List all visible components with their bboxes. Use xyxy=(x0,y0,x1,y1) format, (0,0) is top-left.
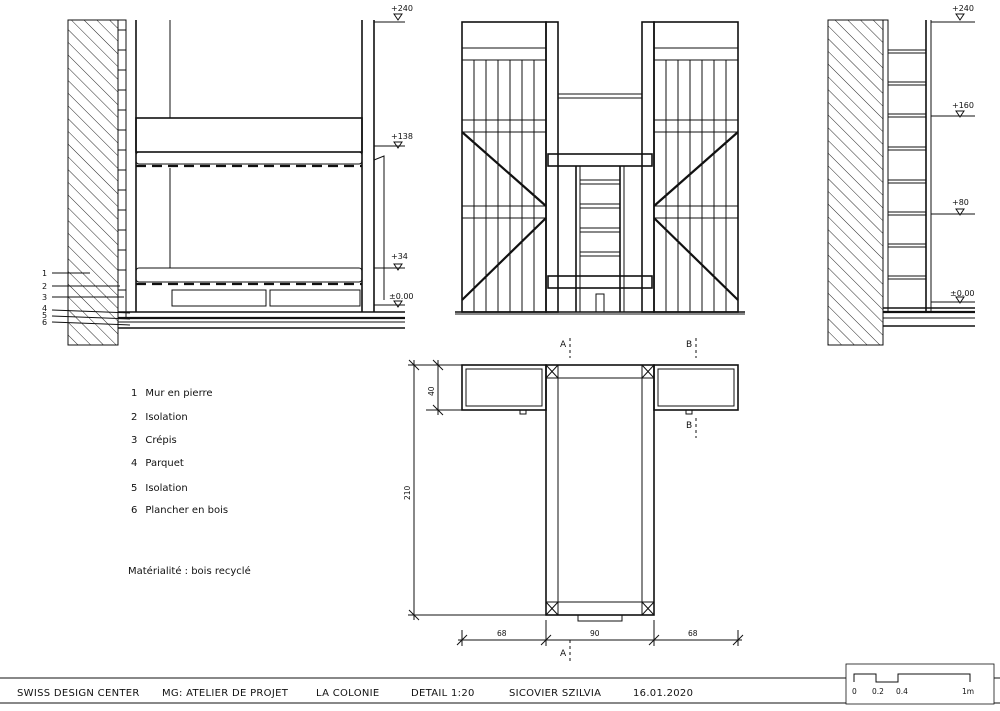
callout-4: 4 xyxy=(42,304,47,313)
drawer-left xyxy=(171,289,267,307)
callout-5: 5 xyxy=(42,311,47,320)
svg-text:40: 40 xyxy=(427,386,436,396)
ladder-side xyxy=(887,49,927,280)
svg-text:68: 68 xyxy=(497,629,507,638)
svg-text:1m: 1m xyxy=(962,687,974,696)
title-school: SWISS DESIGN CENTER xyxy=(17,688,140,699)
svg-text:±0.00: ±0.00 xyxy=(950,289,975,298)
svg-text:+160: +160 xyxy=(952,101,974,110)
svg-text:68: 68 xyxy=(688,629,698,638)
plan-bed xyxy=(545,364,655,616)
right-door-planks xyxy=(665,60,727,312)
insulation-layer xyxy=(117,19,127,319)
section-marks: A A B B xyxy=(560,338,697,662)
callout-1: 1 xyxy=(42,269,47,278)
svg-text:B: B xyxy=(686,340,692,350)
title-block: SWISS DESIGN CENTER MG: ATELIER DE PROJE… xyxy=(0,677,1000,704)
svg-text:210: 210 xyxy=(403,485,412,500)
title-detail-scale: DETAIL 1:20 xyxy=(411,688,475,699)
drawer-right xyxy=(269,289,361,307)
callout-6: 6 xyxy=(42,318,47,327)
title-author: SICOVIER SZILVIA xyxy=(509,688,601,699)
title-project: LA COLONIE xyxy=(316,688,380,699)
title-course: MG: ATELIER DE PROJET xyxy=(162,688,289,699)
plan-view: A A B B 40 210 xyxy=(403,338,744,662)
svg-text:90: 90 xyxy=(590,629,600,638)
callout-2: 2 xyxy=(42,282,47,291)
section-left-view: 1 2 3 4 5 6 +240 +138 +34 ±0.00 xyxy=(42,4,414,346)
stone-wall-hatch xyxy=(67,19,119,346)
right-stone-wall-hatch xyxy=(827,19,884,346)
right-door-panel xyxy=(653,21,739,313)
ladder xyxy=(575,166,625,312)
svg-text:+80: +80 xyxy=(952,198,969,207)
plan-horizontal-dimensions: 68 90 68 xyxy=(456,620,744,646)
svg-text:+240: +240 xyxy=(952,4,974,13)
svg-text:±0.00: ±0.00 xyxy=(389,292,414,301)
plan-vertical-dimensions: 40 210 xyxy=(403,359,546,621)
upper-bunk xyxy=(135,117,363,153)
plan-right-wing xyxy=(653,364,739,411)
title-date: 16.01.2020 xyxy=(633,688,693,699)
callout-leaders xyxy=(51,272,131,326)
plan-corner-posts xyxy=(545,364,655,616)
svg-text:0.2: 0.2 xyxy=(872,687,884,696)
insulation-ticks xyxy=(118,29,126,291)
center-elevation-view xyxy=(455,21,745,315)
section-right-view: +240 +160 +80 ±0.00 xyxy=(827,4,975,346)
svg-text:0.4: 0.4 xyxy=(896,687,908,696)
scale-bar: 0 0.2 0.4 1m xyxy=(845,663,995,705)
svg-text:+138: +138 xyxy=(391,132,413,141)
elevation-markers-right: +240 +160 +80 ±0.00 xyxy=(931,4,975,304)
svg-text:0: 0 xyxy=(852,687,857,696)
svg-text:B: B xyxy=(686,421,692,431)
materialite-note: Matérialité : bois recyclé xyxy=(128,565,251,577)
callout-3: 3 xyxy=(42,293,47,302)
svg-text:A: A xyxy=(560,340,567,350)
svg-text:A: A xyxy=(560,649,567,659)
svg-text:+240: +240 xyxy=(391,4,413,13)
svg-text:+34: +34 xyxy=(391,252,408,261)
left-door-planks xyxy=(473,60,535,312)
plan-left-wing xyxy=(461,364,547,411)
left-door-panel xyxy=(461,21,547,313)
elevation-markers-left: +240 +138 +34 ±0.00 xyxy=(374,4,414,308)
lower-bunk xyxy=(135,267,363,283)
